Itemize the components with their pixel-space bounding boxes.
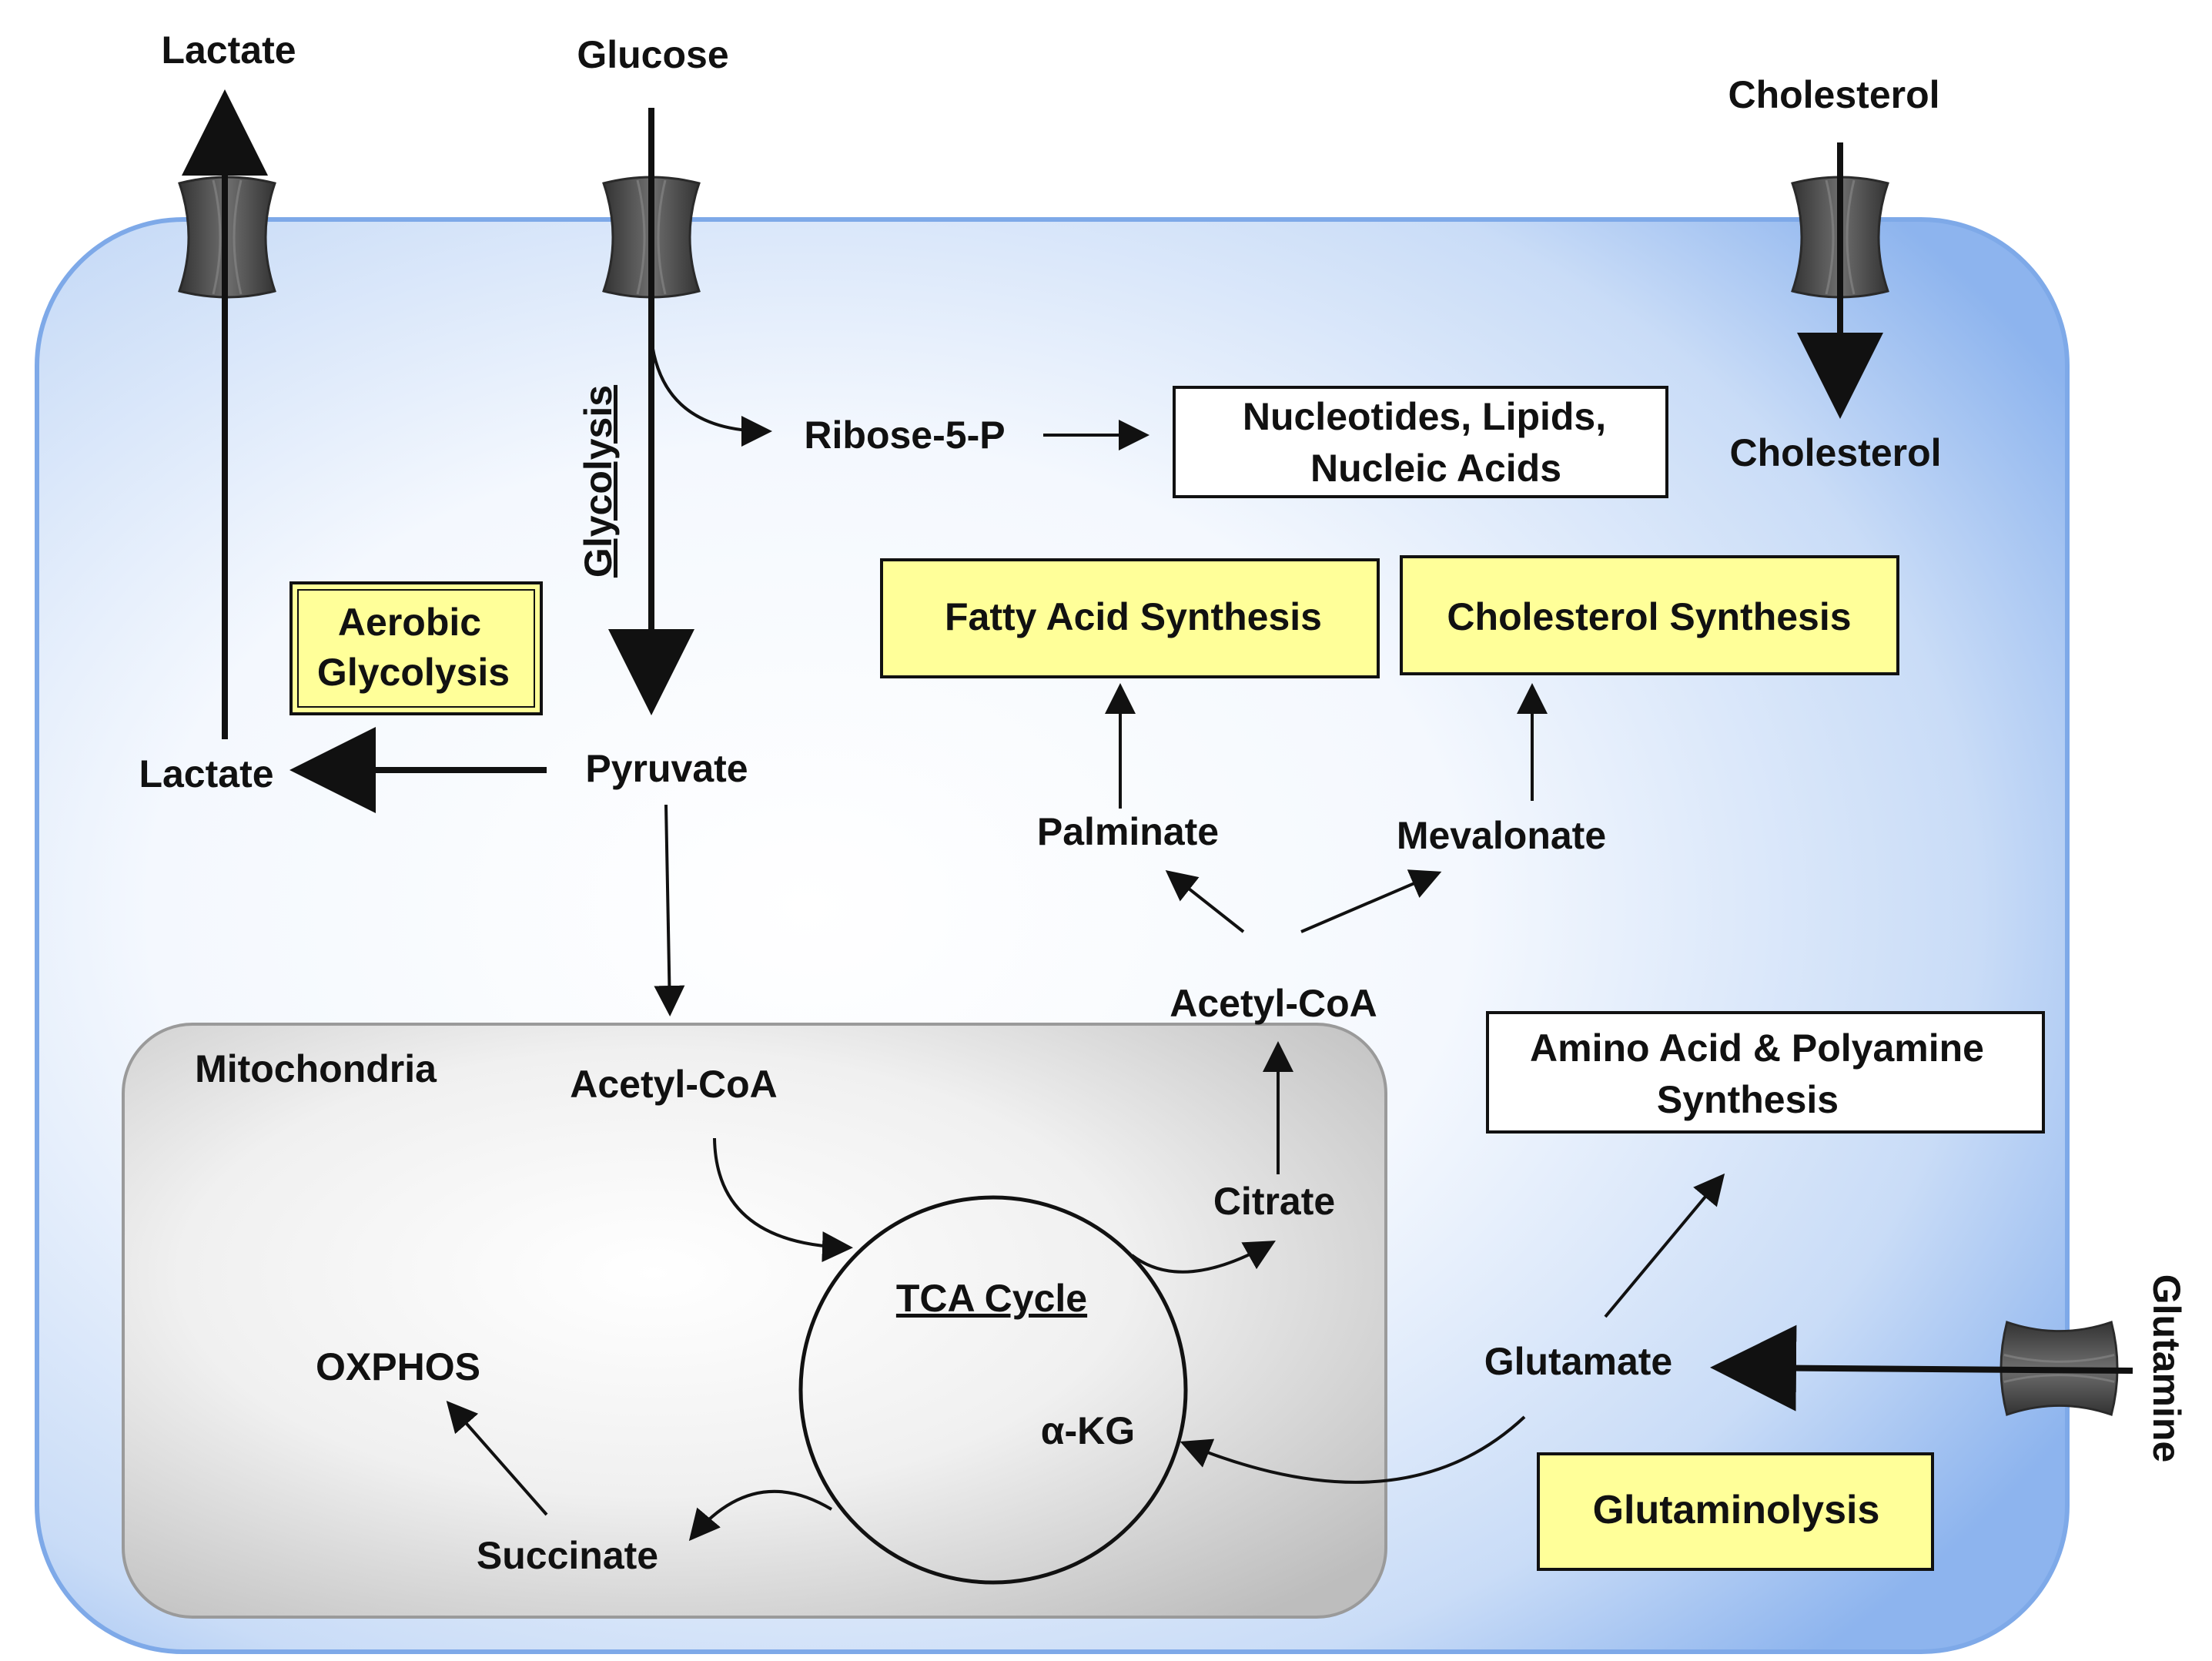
pyruvate-to-acetylcoa-arrow [654, 804, 685, 1016]
amino-acid-box [1486, 1011, 2045, 1134]
oxphos-label: OXPHOS [316, 1345, 480, 1388]
amino-acid-label-line2: Synthesis [1657, 1078, 1839, 1121]
mitochondria-label: Mitochondria [195, 1047, 437, 1090]
labels: Lactate Glucose Cholesterol Glutamine Gl… [139, 28, 2188, 1577]
succinate-to-oxphos-arrow [446, 1400, 548, 1516]
glutamate-to-aminoacid-arrow [1604, 1173, 1725, 1318]
glucose-extracellular-label: Glucose [577, 33, 728, 76]
fatty-acid-synthesis-label: Fatty Acid Synthesis [945, 595, 1322, 638]
alpha-kg-label: α-KG [1041, 1409, 1135, 1452]
fatty-acid-synthesis-box [880, 558, 1380, 678]
ribose-5-p-label: Ribose-5-P [804, 414, 1005, 457]
pyruvate-label: Pyruvate [585, 747, 748, 790]
lactate-extracellular-label: Lactate [161, 28, 296, 72]
aerobic-glycolysis-inner [297, 589, 535, 708]
glutamate-label: Glutamate [1484, 1340, 1673, 1383]
succinate-label: Succinate [477, 1534, 658, 1577]
aerobic-glycolysis-box [289, 581, 543, 715]
palminate-label: Palminate [1037, 810, 1219, 853]
nucleotides-label-line1: Nucleotides, Lipids, [1243, 395, 1606, 438]
cholesterol-synthesis-box [1400, 555, 1899, 675]
glutamine-to-glutamate-arrow [1710, 1324, 2133, 1412]
pathway-arrows [182, 89, 2133, 1542]
acetylcoa-to-palminate-arrow [1165, 870, 1245, 933]
glutamate-to-akg-arrow [1180, 1415, 1526, 1484]
tca-to-citrate-arrow [1130, 1241, 1276, 1274]
lactate-intracellular-label: Lactate [139, 752, 273, 795]
acetyl-coa-mito-label: Acetyl-CoA [570, 1063, 777, 1106]
cholesterol-intracellular-label: Cholesterol [1729, 431, 1941, 474]
tca-to-succinate-arrow [688, 1489, 833, 1542]
glucose-to-ribose-arrow [650, 338, 772, 447]
acetylcoa-to-mevalonate-arrow [1300, 869, 1442, 933]
mevalonate-label: Mevalonate [1397, 814, 1606, 857]
glutamine-extracellular-label: Glutamine [2145, 1274, 2188, 1462]
nucleotides-box [1173, 386, 1668, 498]
aerobic-label-line2: Glycolysis [317, 651, 510, 694]
cholesterol-extracellular-label: Cholesterol [1728, 73, 1939, 116]
glutaminolysis-box [1537, 1452, 1934, 1571]
cholesterol-synthesis-label: Cholesterol Synthesis [1447, 595, 1851, 638]
glutaminolysis-label: Glutaminolysis [1593, 1488, 1880, 1532]
acetyl-coa-cytosolic-label: Acetyl-CoA [1170, 982, 1377, 1025]
mitochondria-compartment [122, 1023, 1387, 1619]
citrate-label: Citrate [1213, 1180, 1335, 1223]
tca-cycle-circle [798, 1195, 1188, 1585]
glycolysis-label: Glycolysis [577, 385, 620, 578]
tca-cycle-label: TCA Cycle [896, 1277, 1087, 1320]
nucleotides-label-line2: Nucleic Acids [1310, 447, 1561, 490]
acetylcoa-to-tca-arrow [713, 1137, 853, 1263]
amino-acid-label-line1: Amino Acid & Polyamine [1530, 1026, 1984, 1070]
aerobic-label-line1: Aerobic [338, 601, 481, 644]
